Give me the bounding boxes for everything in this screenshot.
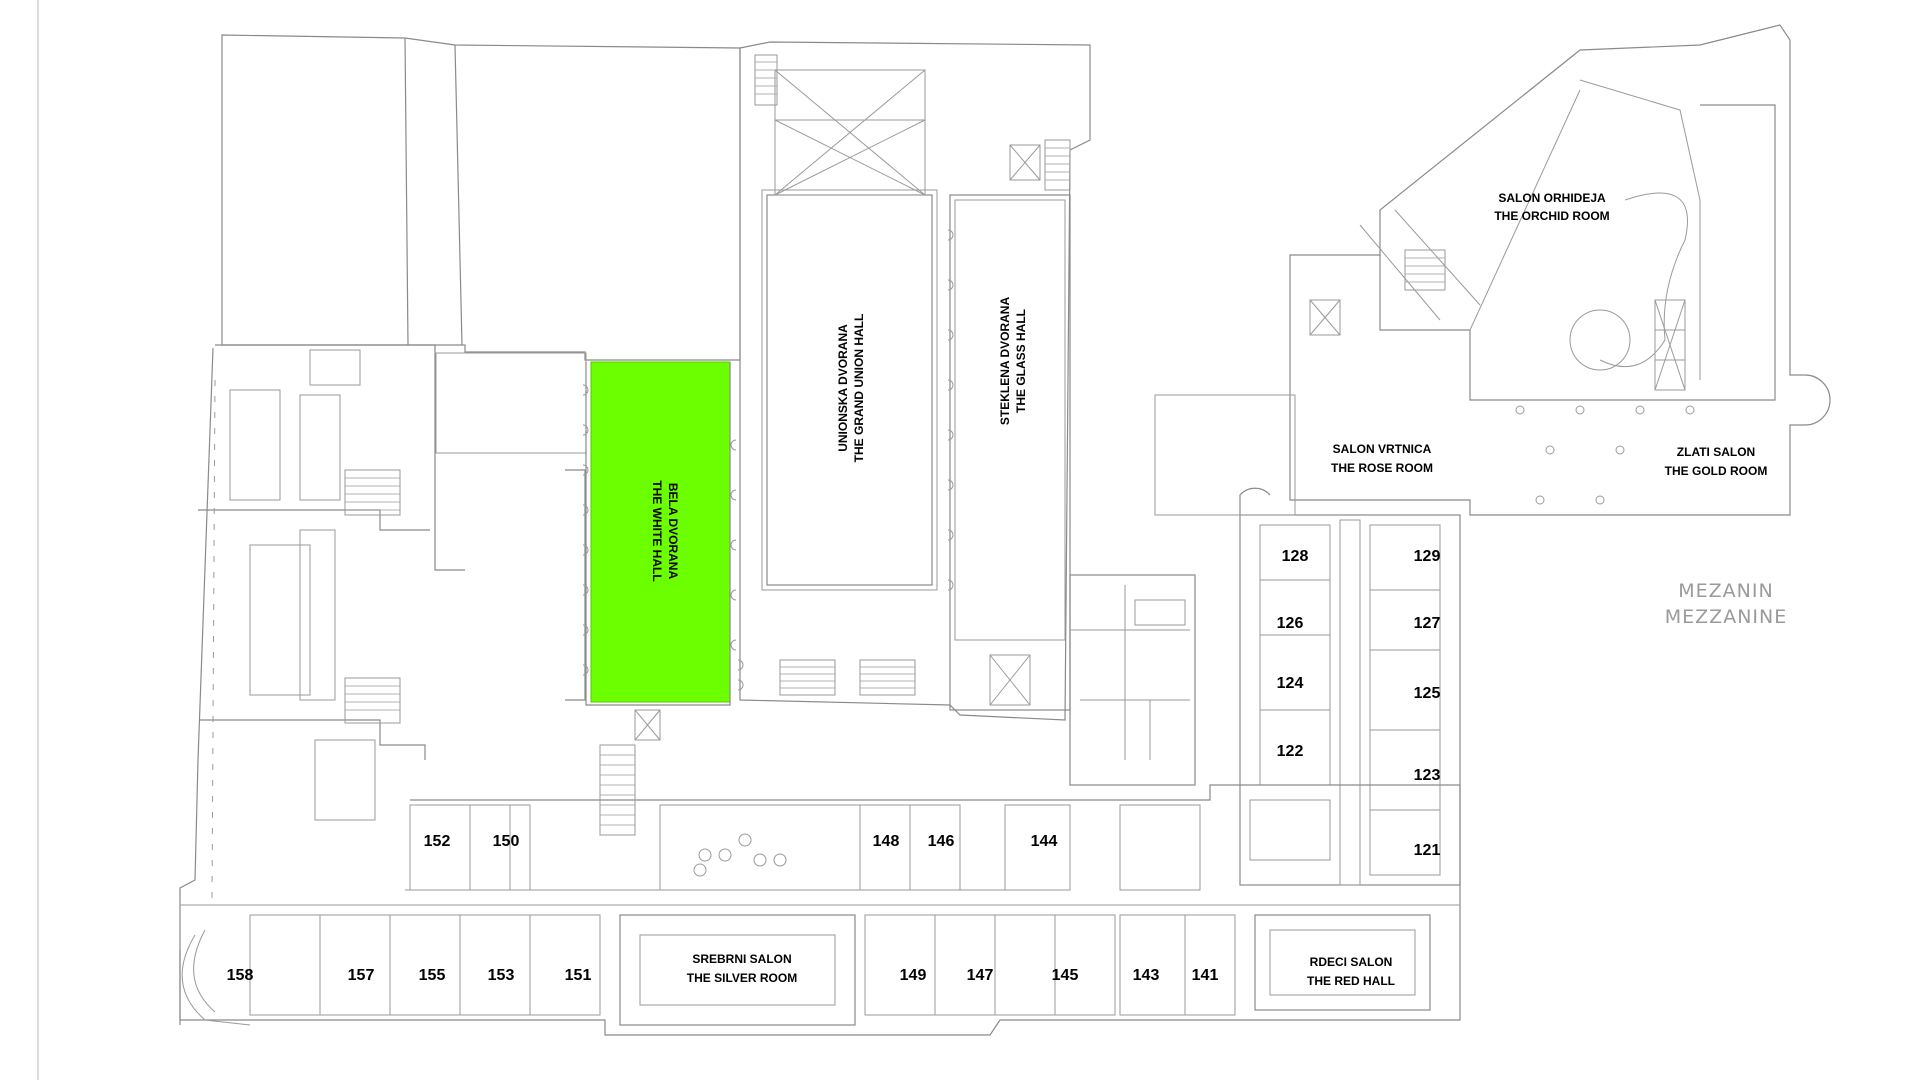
room-145[interactable]: 145 xyxy=(1052,967,1079,984)
room-121[interactable]: 121 xyxy=(1414,842,1441,859)
room-152[interactable]: 152 xyxy=(424,833,451,850)
room-150[interactable]: 150 xyxy=(493,833,520,850)
room-128[interactable]: 128 xyxy=(1282,548,1309,565)
silver-room-local: SREBRNI SALON xyxy=(692,952,791,966)
room-141[interactable]: 141 xyxy=(1192,967,1219,984)
silver-room-english: THE SILVER ROOM xyxy=(687,971,797,985)
room-151[interactable]: 151 xyxy=(565,967,592,984)
room-155[interactable]: 155 xyxy=(419,967,446,984)
glass-hall-label: STEKLENA DVORANA THE GLASS HALL xyxy=(998,297,1028,426)
union-hall-english: THE GRAND UNION HALL xyxy=(852,314,866,463)
room-124[interactable]: 124 xyxy=(1277,675,1304,692)
rose-room-local: SALON VRTNICA xyxy=(1333,442,1432,456)
glass-hall-english: THE GLASS HALL xyxy=(1014,309,1028,413)
union-hall-label: UNIONSKA DVORANA THE GRAND UNION HALL xyxy=(836,314,866,463)
glass-hall-local: STEKLENA DVORANA xyxy=(998,297,1012,426)
east-room-block xyxy=(1239,487,1461,886)
room-143[interactable]: 143 xyxy=(1133,967,1160,984)
room-149[interactable]: 149 xyxy=(900,967,927,984)
room-153[interactable]: 153 xyxy=(488,967,515,984)
red-hall-local: RDECI SALON xyxy=(1310,955,1393,969)
room-157[interactable]: 157 xyxy=(348,967,375,984)
rose-room-english: THE ROSE ROOM xyxy=(1331,461,1433,475)
orchid-room-local: SALON ORHIDEJA xyxy=(1498,191,1606,205)
white-hall-columns xyxy=(582,384,737,676)
gold-room-local: ZLATI SALON xyxy=(1677,445,1755,459)
orchid-room-english: THE ORCHID ROOM xyxy=(1494,209,1609,223)
white-hall-english: THE WHITE HALL xyxy=(650,480,664,581)
room-123[interactable]: 123 xyxy=(1414,767,1441,784)
room-144[interactable]: 144 xyxy=(1031,833,1058,850)
red-hall-english: THE RED HALL xyxy=(1307,974,1395,988)
glass-hall xyxy=(947,139,1071,711)
room-122[interactable]: 122 xyxy=(1277,743,1304,760)
room-158[interactable]: 158 xyxy=(227,967,254,984)
courtyard-block xyxy=(435,352,587,701)
level-label-local: MEZANIN xyxy=(1678,580,1773,602)
room-126[interactable]: 126 xyxy=(1277,615,1304,632)
room-147[interactable]: 147 xyxy=(967,967,994,984)
white-hall-highlight[interactable] xyxy=(590,361,731,703)
grand-union-hall xyxy=(737,41,1091,721)
south-wing xyxy=(179,709,1461,1036)
room-129[interactable]: 129 xyxy=(1414,548,1441,565)
white-hall-local: BELA DVORANA xyxy=(666,483,680,580)
room-127[interactable]: 127 xyxy=(1414,615,1441,632)
room-125[interactable]: 125 xyxy=(1414,685,1441,702)
room-148[interactable]: 148 xyxy=(873,833,900,850)
service-block xyxy=(1069,574,1196,786)
level-label-english: MEZZANINE xyxy=(1665,606,1787,628)
white-hall-label: BELA DVORANA THE WHITE HALL xyxy=(650,480,680,581)
room-146[interactable]: 146 xyxy=(928,833,955,850)
union-hall-local: UNIONSKA DVORANA xyxy=(836,324,850,452)
northeast-wing xyxy=(1154,24,1831,516)
gold-room-english: THE GOLD ROOM xyxy=(1665,464,1768,478)
west-wing xyxy=(179,34,741,1025)
